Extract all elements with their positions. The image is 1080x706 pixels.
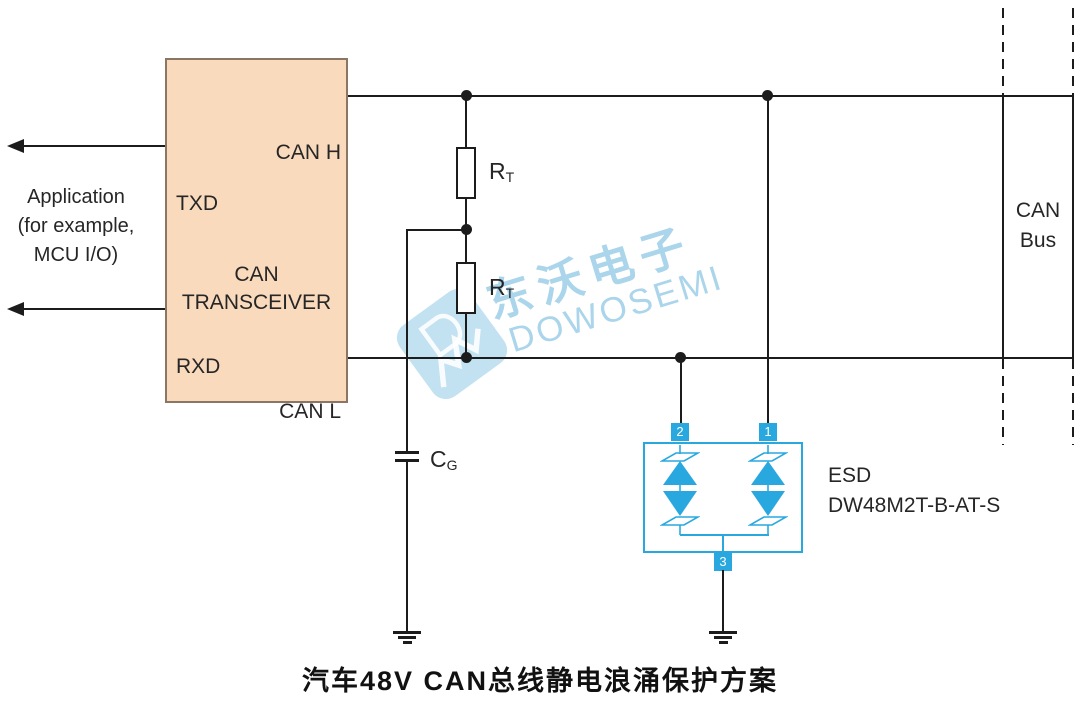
txd-wire [21, 145, 165, 147]
tap-horizontal-wire [406, 229, 467, 231]
pin-label-txd: TXD [176, 192, 218, 215]
txd-arrowhead-icon [7, 139, 24, 153]
cg-bottom-wire [406, 462, 408, 632]
esd-pin-3: 3 [714, 553, 732, 571]
bus-boundary-right-dashed-bottom [1072, 359, 1074, 445]
transceiver-name: CAN TRANSCEIVER [181, 263, 332, 314]
junction-dot [461, 224, 472, 235]
esd-pin-2: 2 [671, 423, 689, 441]
logo-glyph-icon [418, 314, 481, 388]
rxd-wire [21, 308, 165, 310]
resistor-rt1 [456, 147, 476, 199]
tvs-diode-pair-icon [660, 445, 700, 535]
rxd-arrowhead-icon [7, 302, 24, 316]
canh-wire [348, 95, 1074, 97]
cg-top-wire [406, 229, 408, 452]
pin1-drop-wire [767, 96, 769, 423]
junction-dot [675, 352, 686, 363]
dowosemi-logo-icon [390, 282, 514, 406]
pin-label-canh: CAN H [275, 141, 341, 164]
tvs-diode-pair-icon [748, 445, 788, 535]
bus-boundary-left-solid [1002, 94, 1004, 359]
capacitor-plate-bottom [395, 459, 419, 462]
esd-pin-1: 1 [759, 423, 777, 441]
junction-dot [461, 90, 472, 101]
pin-label-rxd: RXD [176, 355, 221, 378]
diagram-title: 汽车48V CAN总线静电浪涌保护方案 [301, 666, 779, 696]
canl-wire [348, 357, 1074, 359]
can-bus-label: CAN Bus [1015, 199, 1061, 252]
esd-internal-bus-wire [680, 534, 769, 536]
bus-boundary-left-dashed-bottom [1002, 359, 1004, 445]
rt1-label: RT [489, 158, 515, 185]
pin2-drop-wire [680, 357, 682, 423]
rt2-bottom-wire [465, 314, 467, 358]
resistor-rt2 [456, 262, 476, 314]
can-transceiver-box: TXD RXD CAN H CAN L CAN TRANSCEIVER [165, 58, 348, 423]
esd-pin3-internal-wire [722, 534, 724, 553]
capacitor-plate-top [395, 451, 419, 454]
pin3-ground-wire [722, 570, 724, 632]
junction-dot [762, 90, 773, 101]
cg-label: CG [430, 446, 458, 473]
bus-boundary-left-dashed-top [1002, 8, 1004, 94]
rt1-top-wire [465, 96, 467, 147]
esd-label: ESD DW48M2T-B-AT-S [828, 464, 1001, 517]
bus-boundary-right-solid [1072, 94, 1074, 359]
pin-label-canl: CAN L [279, 400, 341, 423]
application-label: Application (for example, MCU I/O) [17, 186, 135, 266]
junction-dot [461, 352, 472, 363]
bus-boundary-right-dashed-top [1072, 8, 1074, 94]
rt2-label: RT [489, 274, 515, 301]
